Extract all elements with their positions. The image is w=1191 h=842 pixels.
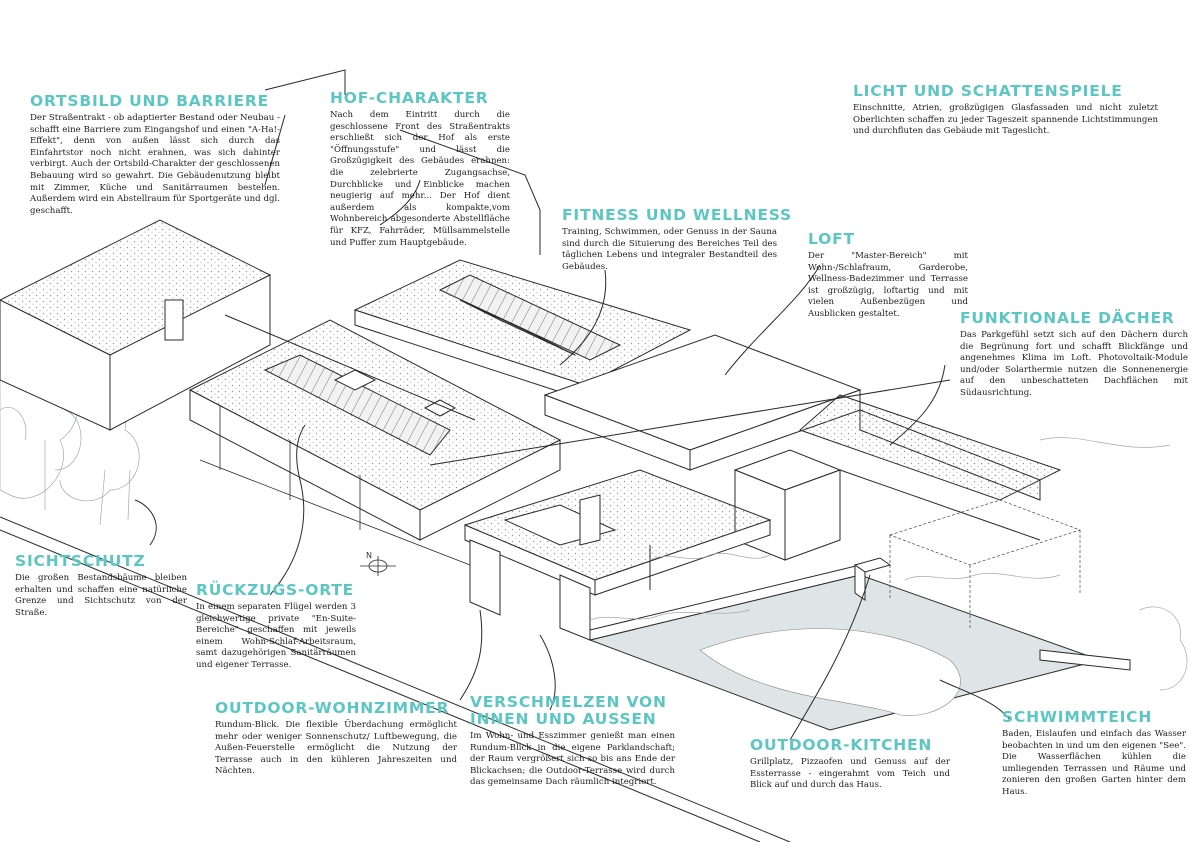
annotation-text: Baden, Eislaufen und einfach das Wasser … — [1002, 729, 1186, 797]
annotation-title-line2: INNEN UND AUSSEN — [470, 710, 657, 728]
annotation-text: Einschnitte, Atrien, großzügigen Glasfas… — [853, 103, 1158, 137]
annotation-sichtschutz: SICHTSCHUTZ Die großen Bestandsbäume ble… — [15, 553, 187, 619]
annotation-text: Rundum-Blick. Die flexible Überdachung e… — [215, 720, 457, 777]
annotation-text: In einem separaten Flügel werden 3 gleic… — [196, 602, 356, 670]
annotation-text: Der Straßentrakt - ob adaptierter Bestan… — [30, 113, 280, 216]
annotation-hof: HOF-CHARAKTER Nach dem Eintritt durch di… — [330, 90, 510, 249]
annotation-title: LICHT UND SCHATTENSPIELE — [853, 82, 1123, 100]
swimming-pond — [588, 564, 1131, 731]
compass-north-label: N — [366, 551, 372, 560]
annotation-title: RÜCKZUGS-ORTE — [196, 581, 355, 599]
annotation-title: ORTSBILD UND BARRIERE — [30, 92, 270, 110]
outdoor-kitchen-pergola — [888, 499, 1082, 630]
annotation-title: SICHTSCHUTZ — [15, 552, 146, 570]
annotation-ortsbild: ORTSBILD UND BARRIERE Der Straßentrakt -… — [30, 93, 280, 217]
loft-block — [543, 334, 1062, 561]
leader-lines — [134, 69, 1011, 741]
street-wing — [0, 219, 272, 431]
annotation-daecher: FUNKTIONALE DÄCHER Das Parkgefühl setzt … — [960, 310, 1188, 400]
annotation-loft: LOFT Der "Master-Bereich" mit Wohn-/Schl… — [808, 231, 968, 321]
annotation-title-line1: VERSCHMELZEN VON — [470, 693, 667, 711]
compass-icon — [360, 556, 396, 576]
annotation-text: Nach dem Eintritt durch die geschlossene… — [330, 110, 510, 248]
annotation-text: Im Wohn- und Esszimmer genießt man einen… — [470, 731, 675, 788]
kitchen-counter — [853, 557, 892, 601]
annotation-title: FUNKTIONALE DÄCHER — [960, 309, 1175, 327]
ensuite-wing — [188, 319, 562, 566]
annotation-rueckzug: RÜCKZUGS-ORTE In einem separaten Flügel … — [196, 582, 356, 672]
planting — [589, 437, 1171, 621]
annotation-text: Training, Schwimmen, oder Genuss in der … — [562, 227, 777, 272]
annotation-outdoorwohn: OUTDOOR-WOHNZIMMER Rundum-Blick. Die fle… — [215, 700, 457, 778]
courtyard-block — [353, 259, 692, 401]
annotation-text: Die großen Bestandsbäume bleiben erhalte… — [15, 573, 187, 618]
annotation-title: OUTDOOR-KITCHEN — [750, 736, 933, 754]
annotation-title: LOFT — [808, 230, 855, 248]
annotation-title: OUTDOOR-WOHNZIMMER — [215, 699, 450, 717]
annotation-text: Der "Master-Bereich" mit Wohn-/Schlafrau… — [808, 251, 968, 319]
annotation-fitness: FITNESS UND WELLNESS Training, Schwimmen… — [562, 206, 792, 273]
street-lines — [0, 516, 791, 842]
annotation-title: FITNESS UND WELLNESS — [562, 206, 792, 224]
annotation-text: Das Parkgefühl setzt sich auf den Dächer… — [960, 330, 1188, 398]
annotation-teich: SCHWIMMTEICH Baden, Eislaufen und einfac… — [1002, 709, 1186, 799]
annotation-text: Grillplatz, Pizzaofen und Genuss auf der… — [750, 757, 950, 791]
annotation-verschmelzen: VERSCHMELZEN VON INNEN UND AUSSEN Im Woh… — [470, 694, 675, 789]
annotation-kitchen: OUTDOOR-KITCHEN Grillplatz, Pizzaofen un… — [750, 737, 950, 792]
annotation-licht: LICHT UND SCHATTENSPIELE Einschnitte, At… — [853, 83, 1158, 138]
annotation-title: HOF-CHARAKTER — [330, 89, 489, 107]
annotation-title: SCHWIMMTEICH — [1002, 708, 1153, 726]
